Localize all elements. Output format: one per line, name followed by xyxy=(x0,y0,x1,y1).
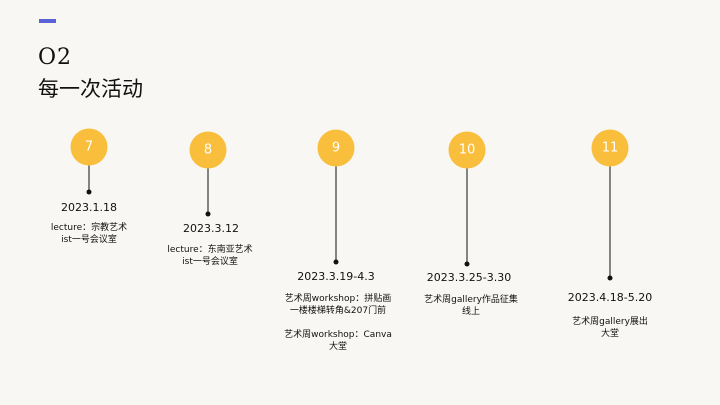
event-description-line: lecture：宗教艺术 xyxy=(50,223,128,233)
event-description-line: ist一号会议室 xyxy=(61,235,117,245)
event-description-line: 线上 xyxy=(461,307,481,317)
event-date: 2023.1.18 xyxy=(61,201,117,214)
event-description-line: ist一号会议室 xyxy=(182,257,238,267)
event-description: 艺术周gallery作品征集 线上 xyxy=(424,294,518,318)
timeline-stem xyxy=(335,166,337,262)
event-description: lecture：宗教艺术 ist一号会议室 xyxy=(51,222,127,246)
event-description-line: 艺术周workshop：拼贴画 xyxy=(284,294,392,304)
event-date: 2023.3.25-3.30 xyxy=(426,271,512,284)
event-date: 2023.3.12 xyxy=(183,222,239,235)
timeline-circle: 7 xyxy=(70,128,108,166)
event-description-line: 艺术周gallery展出 xyxy=(572,317,648,327)
section-number: O2 xyxy=(38,45,73,70)
event-description-line: 大堂 xyxy=(328,342,347,352)
event-date: 2023.3.19-4.3 xyxy=(297,270,375,283)
timeline-stem xyxy=(609,166,611,278)
timeline-circle: 11 xyxy=(591,129,629,167)
timeline-circle: 9 xyxy=(317,129,355,167)
event-date: 2023.4.18-5.20 xyxy=(567,291,653,304)
timeline-stem xyxy=(207,168,209,214)
event-description: 艺术周gallery展出 大堂 xyxy=(572,316,648,340)
event-description-line: lecture：东南亚艺术 xyxy=(167,245,253,255)
timeline-dot xyxy=(333,259,339,265)
timeline-stem xyxy=(466,168,468,264)
section-title: 每一次活动 xyxy=(38,77,143,101)
timeline-dot xyxy=(205,211,211,217)
event-description-line: 艺术周gallery作品征集 xyxy=(424,295,518,305)
event-description-line: 大堂 xyxy=(600,329,620,339)
event-description: 艺术周workshop：拼贴画 一楼楼梯转角&207门前 艺术周workshop… xyxy=(284,293,392,353)
timeline-dot xyxy=(86,189,92,195)
spacer xyxy=(284,317,392,329)
event-description: lecture：东南亚艺术 ist一号会议室 xyxy=(167,244,252,268)
timeline-stem xyxy=(88,165,90,192)
event-description-line: 艺术周workshop：Canva xyxy=(284,330,392,340)
accent-bar xyxy=(39,19,56,23)
timeline-circle: 10 xyxy=(448,131,486,169)
timeline-dot xyxy=(607,275,613,281)
timeline-dot xyxy=(464,261,470,267)
timeline-circle: 8 xyxy=(189,131,227,169)
event-description-line: 一楼楼梯转角&207门前 xyxy=(289,306,387,316)
